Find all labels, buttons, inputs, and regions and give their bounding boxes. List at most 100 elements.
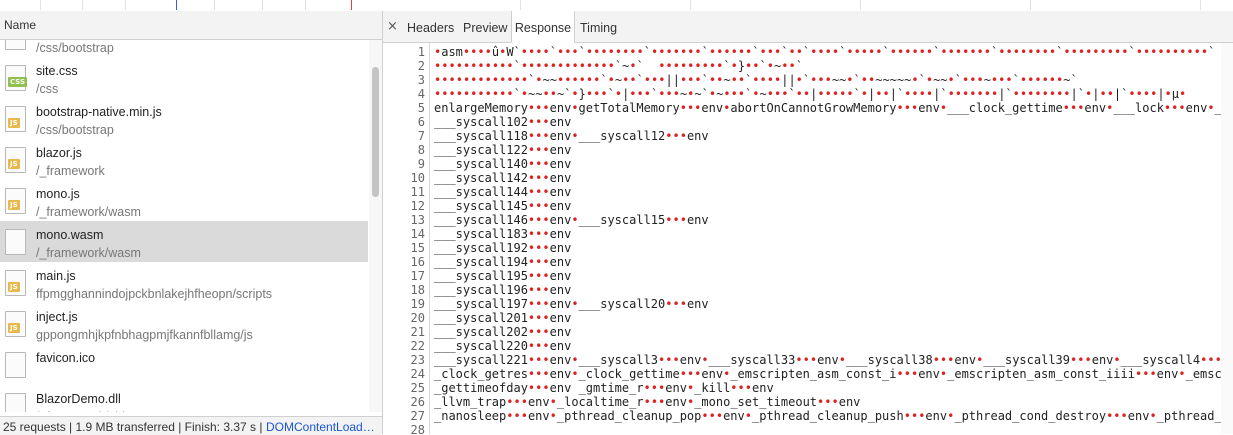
name-column-header[interactable]: Name: [0, 11, 382, 40]
code-line: ___syscall201•••env: [434, 311, 571, 325]
code-line: •••••••••••`•~~••~`•}•••`•|•••`•••~•~`•~…: [434, 87, 1186, 101]
file-type-badge: JS: [8, 200, 20, 210]
request-row[interactable]: JS inject.js gppongmhjkpfnbhagpmjfkannfbll…: [0, 303, 368, 344]
line-number: 7: [417, 129, 425, 143]
code-line-text: ___syscall140•••env: [434, 157, 572, 171]
code-line: ___syscall142•••env: [434, 171, 571, 185]
code-line-text: _llvm_trap•••env•_localtime_r•••env•_mon…: [434, 395, 861, 409]
timeline-gridline: [1200, 0, 1201, 10]
code-line-text: ___syscall197•••env•___syscall20•••env: [434, 297, 709, 311]
detail-tab-bar: × Headers Preview Response Timing: [383, 11, 1233, 43]
tab-headers[interactable]: Headers: [407, 11, 457, 42]
request-path: /_framework/wasm: [36, 205, 141, 219]
tab-response[interactable]: Response: [511, 11, 575, 43]
tab-headers-label: Headers: [407, 21, 455, 35]
code-line: ___syscall102•••env: [434, 115, 571, 129]
code-line: •••••••••••`•••••••••••••`~•` •••••••••`…: [434, 59, 803, 73]
code-line: ___syscall202•••env: [434, 325, 571, 339]
code-line: ___syscall140•••env: [434, 157, 571, 171]
code-line: ___syscall183•••env: [434, 227, 571, 241]
code-line-text: •••••••••••`•••••••••••••`~•` •••••••••`…: [434, 59, 803, 73]
js-file-icon: JS: [5, 147, 26, 173]
load-event-marker: [351, 0, 352, 10]
request-row[interactable]: JS mono.js /_framework/wasm: [0, 180, 368, 221]
line-number: 9: [417, 157, 425, 171]
code-viewer-scrollbar[interactable]: [1221, 43, 1233, 434]
request-row[interactable]: BlazorDemo.dll/_framework/_bin: [0, 385, 368, 412]
line-number: 13: [410, 213, 425, 227]
name-column-label: Name: [4, 18, 37, 32]
line-number: 16: [410, 255, 425, 269]
tab-preview[interactable]: Preview: [463, 11, 509, 42]
line-number: 15: [410, 241, 425, 255]
summary-text: 25 requests | 1.9 MB transferred | Finis…: [3, 420, 263, 434]
code-line-text: _nanosleep•••env•_pthread_cleanup_pop•••…: [434, 409, 1229, 423]
request-row[interactable]: mono.wasm/_framework/wasm: [0, 221, 368, 262]
js-file-icon: JS: [5, 106, 26, 132]
code-line: •••••••••••••`•~~••••••`•~••`•••||•••`••…: [434, 73, 1078, 87]
code-line-text: ___syscall102•••env: [434, 115, 572, 129]
domcontentloaded-link[interactable]: DOMContentLoad…: [266, 420, 375, 434]
generic-file-icon: [5, 229, 26, 255]
generic-file-icon: [5, 393, 26, 412]
request-filename: mono.js: [36, 187, 80, 201]
timeline-gridline: [82, 0, 83, 10]
code-line-text: ___syscall183•••env: [434, 227, 572, 241]
timeline-gridline: [40, 0, 41, 10]
code-line-text: •••••••••••••`•~~••••••`•~••`•••||•••`••…: [434, 73, 1078, 87]
line-number: 22: [410, 339, 425, 353]
code-line: ___syscall196•••env: [434, 283, 571, 297]
close-icon[interactable]: ×: [387, 19, 398, 34]
code-line-text: _clock_getres•••env•_clock_gettime•••env…: [434, 367, 1229, 381]
line-number: 27: [410, 409, 425, 423]
request-row[interactable]: /css/bootstrap: [0, 40, 368, 57]
code-line: ___syscall192•••env: [434, 241, 571, 255]
css-file-icon: CSS: [5, 65, 28, 91]
line-number: 14: [410, 227, 425, 241]
js-file-icon: JS: [5, 311, 26, 337]
code-line-text: ___syscall118•••env•___syscall12•••env: [434, 129, 709, 143]
request-row[interactable]: favicon.ico: [0, 344, 368, 385]
request-list-scrollbar[interactable]: [369, 40, 382, 412]
line-number: 23: [410, 353, 425, 367]
code-line: ___syscall122•••env: [434, 143, 571, 157]
code-line: ___syscall220•••env: [434, 339, 571, 353]
code-line: _nanosleep•••env•_pthread_cleanup_pop•••…: [434, 409, 1229, 423]
request-path: /_framework: [36, 164, 105, 178]
request-path: /_framework/_bin: [36, 410, 132, 412]
line-number: 26: [410, 395, 425, 409]
code-line: •asm••••û•W`••••`•••`••••••••`•••••••`••…: [434, 45, 1215, 59]
timeline-gridline: [690, 0, 691, 10]
timeline-gridline: [520, 0, 521, 10]
line-number: 3: [417, 73, 425, 87]
timeline-gridline: [125, 0, 126, 10]
line-number: 8: [417, 143, 425, 157]
code-line-text: ___syscall201•••env: [434, 311, 572, 325]
code-line-text: ___syscall145•••env: [434, 199, 572, 213]
line-number: 18: [410, 283, 425, 297]
request-filename: mono.wasm: [36, 228, 104, 242]
code-line-text: ___syscall221•••env•___syscall3•••env•__…: [434, 353, 1229, 367]
request-filename: inject.js: [36, 310, 78, 324]
request-path: gppongmhjkpfnbhagpmjfkannfbllamg/js: [36, 328, 253, 342]
line-number: 17: [410, 269, 425, 283]
request-filename: main.js: [36, 269, 76, 283]
code-line-text: ___syscall194•••env: [434, 255, 572, 269]
scrollbar-thumb[interactable]: [372, 67, 379, 197]
request-path: /css/bootstrap: [36, 123, 114, 137]
request-path: ffpmgghannindojpckbnlakejhfheopn/scripts: [36, 287, 273, 301]
code-line: ___syscall145•••env: [434, 199, 571, 213]
tab-timing[interactable]: Timing: [580, 11, 624, 42]
code-line-text: ___syscall146•••env•___syscall15•••env: [434, 213, 709, 227]
js-file-icon: JS: [5, 188, 26, 214]
line-number: 28: [410, 423, 425, 434]
